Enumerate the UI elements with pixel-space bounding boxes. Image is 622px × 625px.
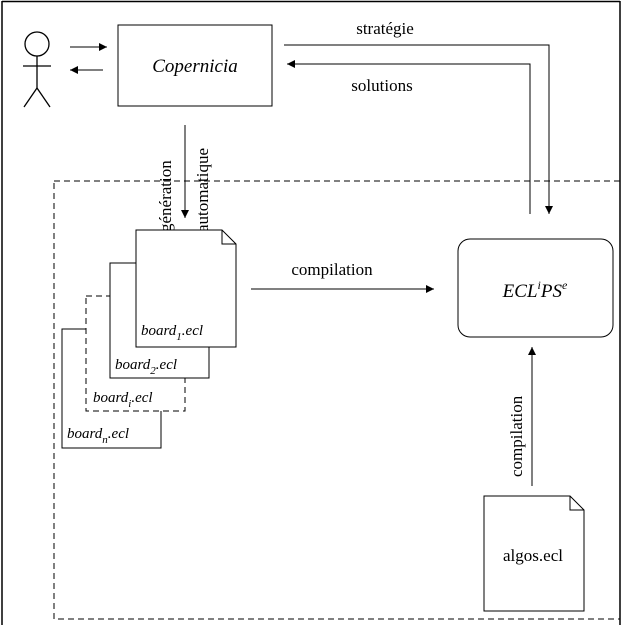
svg-text:board2.ecl: board2.ecl <box>115 357 177 377</box>
user-actor-icon <box>23 31 51 108</box>
automatique-label: automatique <box>193 148 212 232</box>
svg-text:boardi.ecl: boardi.ecl <box>93 390 153 410</box>
board-1-file: board1.ecl <box>135 229 237 348</box>
eclipse-label: ECLiPSe <box>502 278 568 302</box>
strategie-label: stratégie <box>356 19 414 38</box>
svg-text:board1.ecl: board1.ecl <box>141 323 203 343</box>
svg-text:boardn.ecl: boardn.ecl <box>67 426 129 446</box>
dashed-region <box>53 180 621 620</box>
arrow-solutions <box>287 60 531 214</box>
solutions-label: solutions <box>351 76 412 95</box>
compilation-v-label: compilation <box>507 395 526 477</box>
algos-label: algos.ecl <box>503 546 563 565</box>
compilation-h-label: compilation <box>291 260 373 279</box>
generation-label: génération <box>156 160 175 232</box>
arrow-strategie <box>284 44 553 214</box>
copernicia-box <box>117 24 273 107</box>
algos-file: algos.ecl <box>483 495 585 612</box>
copernicia-label: Copernicia <box>152 56 238 77</box>
eclipse-box <box>457 238 614 338</box>
